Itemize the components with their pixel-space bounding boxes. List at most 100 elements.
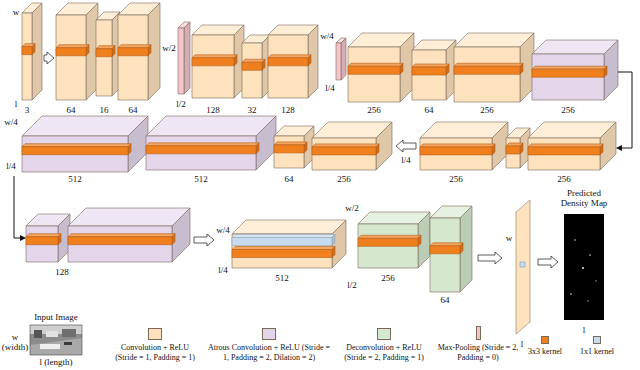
kernel-front — [506, 146, 520, 154]
figure-label: l/4 — [6, 161, 16, 171]
figure-label: 512 — [68, 174, 82, 184]
layer-block — [22, 116, 148, 172]
figure-label: 32 — [248, 105, 257, 115]
block-side — [172, 208, 190, 262]
kernel-side — [234, 55, 237, 66]
kernel-side — [332, 247, 335, 258]
legend-text: Max-Pooling (Stride = 2, Padding = 0) — [435, 343, 521, 363]
block-side — [332, 220, 346, 268]
legend-text: 1x1 kernel — [580, 347, 614, 357]
wrap-line — [618, 72, 632, 148]
layer-block — [454, 33, 534, 102]
block-front — [454, 47, 520, 102]
figure-label: 128 — [55, 267, 69, 277]
legend-item: 1x1 kernel — [580, 336, 614, 357]
block-top — [68, 208, 190, 226]
kernel-side — [58, 234, 61, 245]
layer-block — [232, 220, 346, 268]
kernel-front — [192, 58, 234, 66]
figure-label: Input Image — [34, 312, 78, 322]
block-side — [341, 38, 346, 80]
kernel-side — [148, 45, 151, 56]
kernel-top — [232, 235, 335, 238]
legend-text: Convolution + ReLU (Stride = 1, Padding … — [112, 343, 198, 363]
kernel-top — [348, 63, 403, 66]
layer-block — [348, 33, 414, 102]
figure-label: l — [583, 325, 586, 335]
layer-block — [312, 122, 392, 170]
kernel-top — [232, 247, 335, 250]
layer-block — [420, 122, 508, 170]
layer-block — [118, 3, 160, 100]
figure-label: l (length) — [39, 357, 72, 367]
block-side — [376, 122, 392, 170]
block-side — [492, 122, 508, 170]
kernel-side — [418, 235, 421, 246]
legend-text: Deconvolution + ReLU (Stride = 2, Paddin… — [341, 343, 427, 363]
block-front — [430, 218, 460, 292]
kernel-front — [232, 238, 332, 246]
figure-label: w/4 — [216, 225, 230, 235]
kernel-side — [520, 63, 523, 74]
arrow-head — [616, 145, 622, 151]
kernel-front — [454, 66, 520, 74]
kernel-top — [22, 144, 131, 147]
block-side — [460, 206, 472, 292]
figure-label: l — [15, 99, 18, 109]
layer-block — [192, 25, 244, 98]
figure-label: 256 — [480, 105, 494, 115]
density-map — [564, 214, 604, 320]
layer-block — [412, 40, 456, 100]
figure-label: 256 — [367, 105, 381, 115]
photo-vehicle — [40, 344, 60, 349]
block-top — [22, 116, 148, 136]
density-map-image — [564, 214, 604, 320]
legend-text: Atrous Convolution + ReLU (Stride = 1, P… — [205, 343, 333, 363]
block-side — [148, 3, 160, 100]
kernel-front — [532, 69, 604, 77]
block-side — [308, 25, 318, 98]
kernel-top — [192, 55, 237, 58]
figure-label: 128 — [281, 105, 295, 115]
kernel-side — [112, 46, 115, 57]
legend-swatch — [541, 336, 549, 344]
kernel-side — [128, 144, 131, 155]
figure-label: 64 — [67, 105, 76, 115]
block-front — [96, 20, 112, 96]
block-side — [32, 3, 42, 100]
layer-block — [26, 214, 70, 262]
block-front — [528, 138, 600, 170]
block-top — [358, 212, 430, 224]
block-front — [242, 43, 262, 98]
block-front — [412, 50, 446, 100]
figure-label: w (width) — [1, 332, 29, 352]
block-front — [192, 35, 234, 98]
layer-block — [22, 3, 42, 100]
density-dot — [582, 267, 584, 269]
block-front — [232, 234, 332, 268]
figure-label: 64 — [285, 174, 294, 184]
density-dot — [574, 239, 576, 241]
kernel-side — [172, 234, 175, 245]
block-front — [268, 35, 308, 98]
legend-item: Convolution + ReLU (Stride = 1, Padding … — [112, 328, 198, 363]
kernel-top — [242, 59, 265, 62]
photo-building — [34, 330, 42, 338]
layer-block — [506, 128, 530, 168]
input-image-thumbnail — [30, 325, 82, 355]
block-front — [22, 13, 32, 100]
kernel-side — [520, 143, 523, 154]
photo-building — [62, 329, 76, 337]
layer-block — [96, 12, 120, 96]
kernel-1x1 — [520, 262, 525, 267]
block-side — [418, 212, 430, 268]
kernel-front — [146, 146, 256, 154]
kernel-top — [118, 45, 151, 48]
layer-block — [68, 208, 190, 262]
figure-label: 64 — [129, 105, 138, 115]
legend-item: 3x3 kernel — [528, 336, 562, 357]
kernel-front — [312, 147, 376, 155]
kernel-side — [308, 55, 311, 66]
block-front — [420, 138, 492, 170]
